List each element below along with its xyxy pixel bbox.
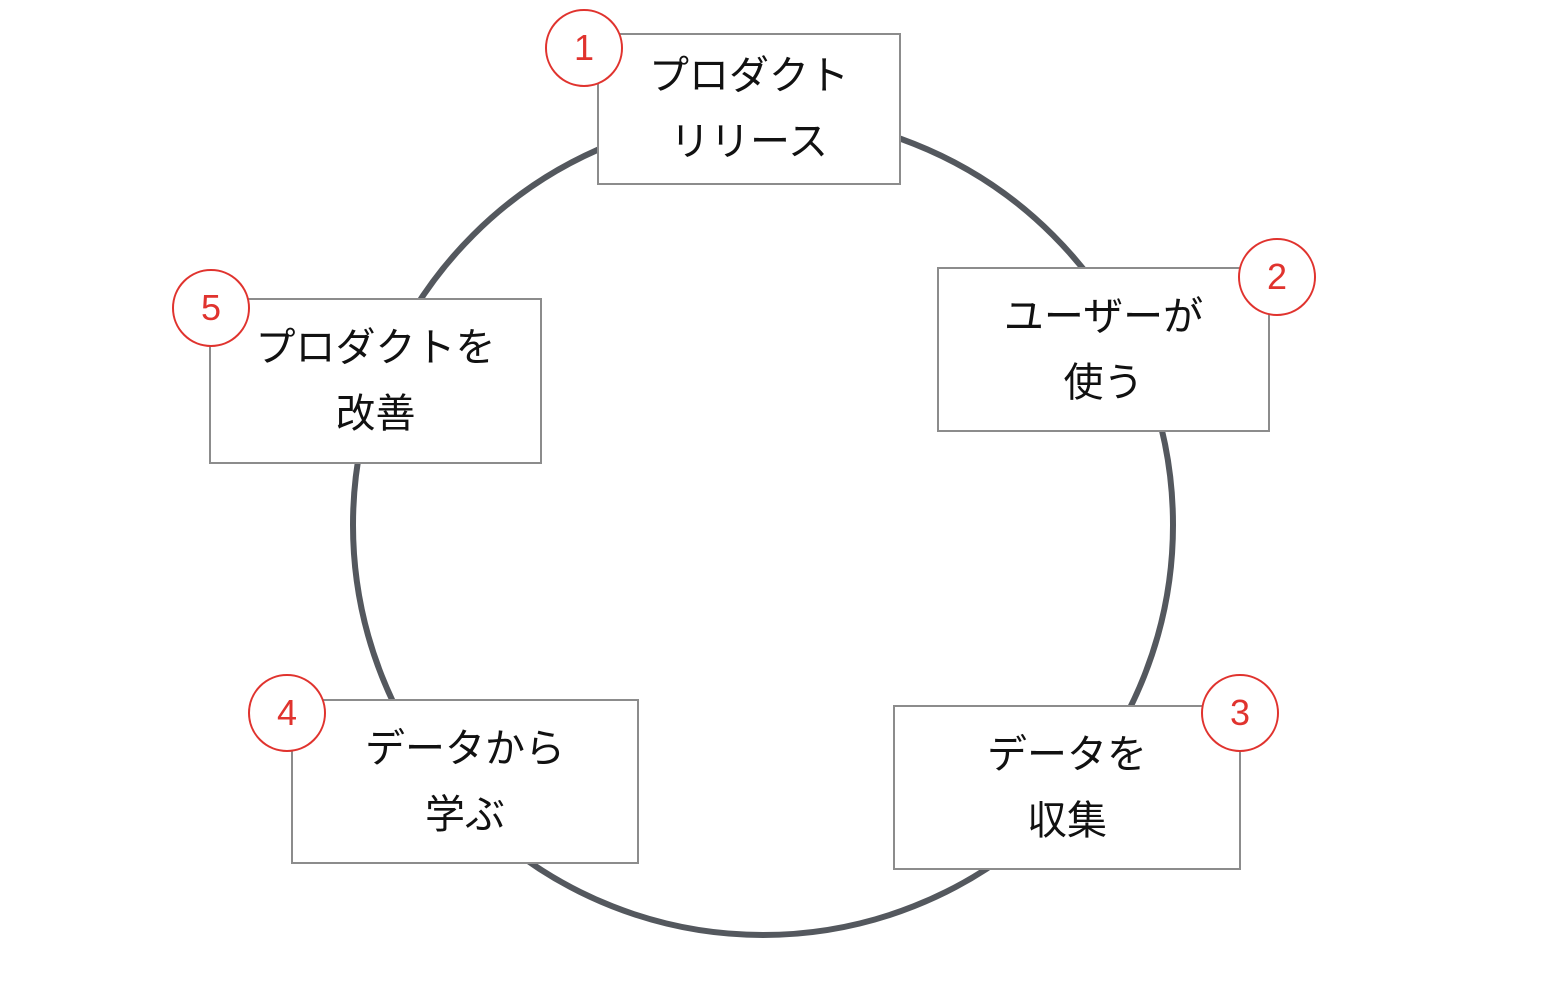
step-label-line1: プロダクト <box>649 53 849 99</box>
step-number-badge: 4 <box>248 674 326 752</box>
step-label-line1: データから <box>365 725 565 772</box>
step-label-line2: リリース <box>670 119 828 165</box>
step-collect-data: データを 収集 <box>893 705 1241 870</box>
step-number-badge: 1 <box>545 9 623 87</box>
step-label-line1: プロダクトを <box>255 325 496 371</box>
step-improve-product: プロダクトを 改善 <box>209 298 542 464</box>
step-users-use: ユーザーが 使う <box>937 267 1270 432</box>
step-label-line2: 改善 <box>335 391 416 437</box>
step-product-release: プロダクト リリース <box>597 33 901 185</box>
step-number-badge: 3 <box>1201 674 1279 752</box>
step-label-line1: データを <box>987 731 1147 778</box>
step-label-line2: 使う <box>1063 359 1144 406</box>
step-learn-from-data: データから 学ぶ <box>291 699 639 864</box>
step-number-badge: 2 <box>1238 238 1316 316</box>
step-label-line1: ユーザーが <box>1003 293 1204 340</box>
step-label-line2: 学ぶ <box>425 791 505 838</box>
step-label-line2: 収集 <box>1027 797 1107 844</box>
step-number-badge: 5 <box>172 269 250 347</box>
